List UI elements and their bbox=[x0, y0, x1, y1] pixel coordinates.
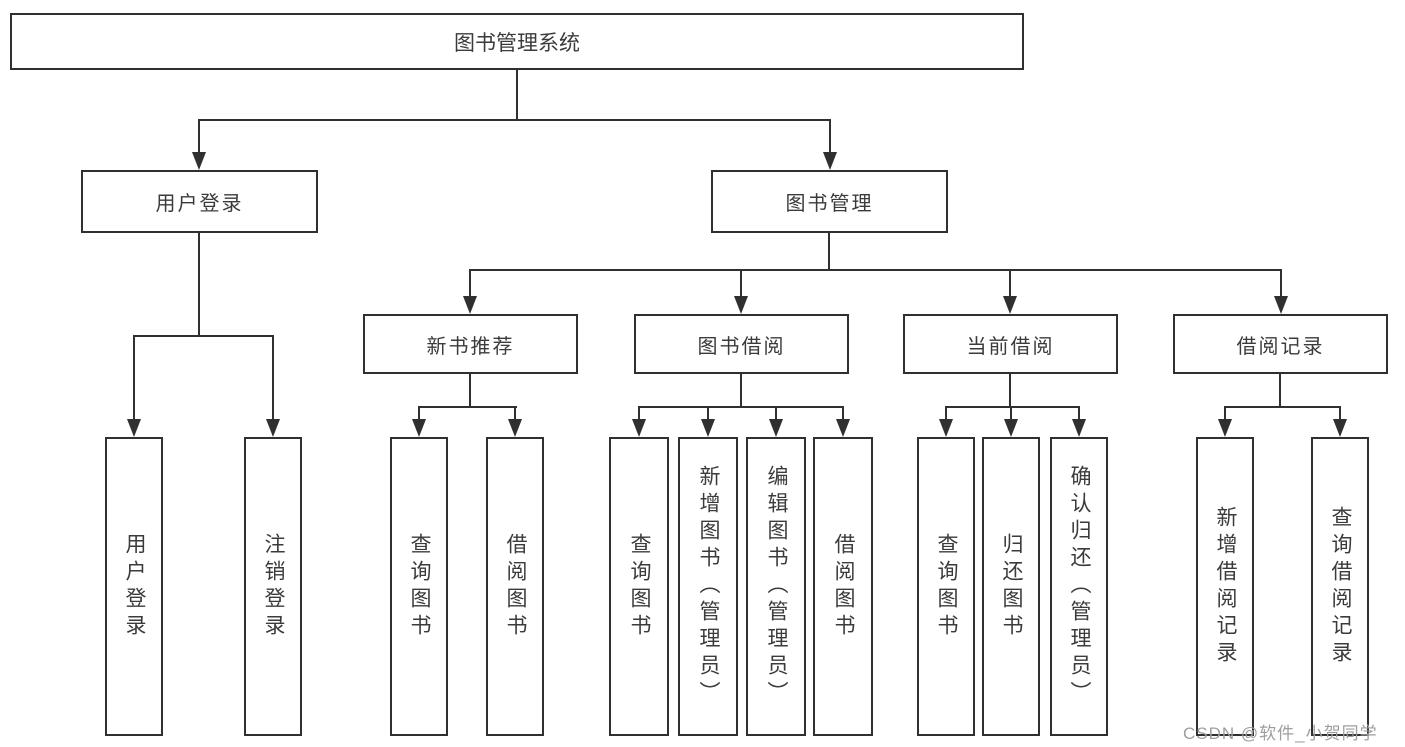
connector-line bbox=[272, 337, 274, 419]
connector-line bbox=[516, 70, 518, 120]
arrow-down-icon bbox=[1072, 419, 1086, 437]
connector-line bbox=[945, 406, 1080, 408]
node-borrowing-records: 借阅记录 bbox=[1173, 314, 1388, 374]
connector-line bbox=[842, 408, 844, 419]
connector-line bbox=[469, 271, 471, 296]
arrow-down-icon bbox=[823, 152, 837, 170]
node-new-book-recommendation: 新书推荐 bbox=[363, 314, 578, 374]
connector-line bbox=[1010, 408, 1012, 419]
arrow-down-icon bbox=[463, 296, 477, 314]
arrow-down-icon bbox=[632, 419, 646, 437]
arrow-down-icon bbox=[1003, 296, 1017, 314]
connector-line bbox=[469, 374, 471, 408]
leaf-records-add-borrow-record: 新增借阅记录 bbox=[1196, 437, 1254, 736]
arrow-down-icon bbox=[1004, 419, 1018, 437]
connector-line bbox=[418, 408, 420, 419]
connector-line bbox=[638, 408, 640, 419]
arrow-down-icon bbox=[266, 419, 280, 437]
leaf-current-query-books: 查询图书 bbox=[917, 437, 975, 736]
leaf-newbooks-query-books: 查询图书 bbox=[390, 437, 448, 736]
leaf-borrowing-borrow-books: 借阅图书 bbox=[813, 437, 873, 736]
leaf-current-return-books: 归还图书 bbox=[982, 437, 1040, 736]
arrow-down-icon bbox=[412, 419, 426, 437]
connector-line bbox=[198, 233, 200, 337]
node-book-management: 图书管理 bbox=[711, 170, 948, 233]
leaf-newbooks-borrow-books: 借阅图书 bbox=[486, 437, 544, 736]
connector-line bbox=[1078, 408, 1080, 419]
connector-line bbox=[1009, 271, 1011, 296]
connector-line bbox=[133, 337, 135, 419]
arrow-down-icon bbox=[701, 419, 715, 437]
arrow-down-icon bbox=[1274, 296, 1288, 314]
arrow-down-icon bbox=[939, 419, 953, 437]
connector-line bbox=[198, 119, 831, 121]
leaf-current-confirm-return-admin: 确认归还（管理员） bbox=[1050, 437, 1108, 736]
connector-line bbox=[1339, 408, 1341, 419]
connector-line bbox=[469, 269, 1282, 271]
leaf-borrowing-add-books-admin: 新增图书（管理员） bbox=[678, 437, 738, 736]
arrow-down-icon bbox=[836, 419, 850, 437]
node-current-borrowing: 当前借阅 bbox=[903, 314, 1118, 374]
connector-line bbox=[1280, 271, 1282, 296]
node-book-borrowing: 图书借阅 bbox=[634, 314, 849, 374]
leaf-logout: 注销登录 bbox=[244, 437, 302, 736]
connector-line bbox=[133, 335, 274, 337]
leaf-borrowing-edit-books-admin: 编辑图书（管理员） bbox=[746, 437, 806, 736]
connector-line bbox=[945, 408, 947, 419]
arrow-down-icon bbox=[734, 296, 748, 314]
connector-line bbox=[707, 408, 709, 419]
connector-line bbox=[828, 233, 830, 271]
arrow-down-icon bbox=[1333, 419, 1347, 437]
connector-line bbox=[1009, 374, 1011, 408]
connector-line bbox=[1279, 374, 1281, 408]
node-user-login: 用户登录 bbox=[81, 170, 318, 233]
csdn-watermark: CSDN @软件_小贺同学 bbox=[1183, 724, 1378, 743]
arrow-down-icon bbox=[1218, 419, 1232, 437]
arrow-down-icon bbox=[769, 419, 783, 437]
leaf-borrowing-query-books: 查询图书 bbox=[609, 437, 669, 736]
node-library-system: 图书管理系统 bbox=[10, 13, 1024, 70]
connector-line bbox=[1224, 408, 1226, 419]
connector-line bbox=[740, 271, 742, 296]
arrow-down-icon bbox=[127, 419, 141, 437]
connector-line bbox=[514, 408, 516, 419]
connector-line bbox=[638, 406, 844, 408]
arrow-down-icon bbox=[508, 419, 522, 437]
connector-line bbox=[418, 406, 517, 408]
leaf-user-login: 用户登录 bbox=[105, 437, 163, 736]
arrow-down-icon bbox=[192, 152, 206, 170]
connector-line bbox=[740, 374, 742, 408]
connector-line bbox=[829, 121, 831, 152]
leaf-records-query-borrow-record: 查询借阅记录 bbox=[1311, 437, 1369, 736]
connector-line bbox=[198, 121, 200, 152]
connector-line bbox=[775, 408, 777, 419]
connector-line bbox=[1224, 406, 1341, 408]
